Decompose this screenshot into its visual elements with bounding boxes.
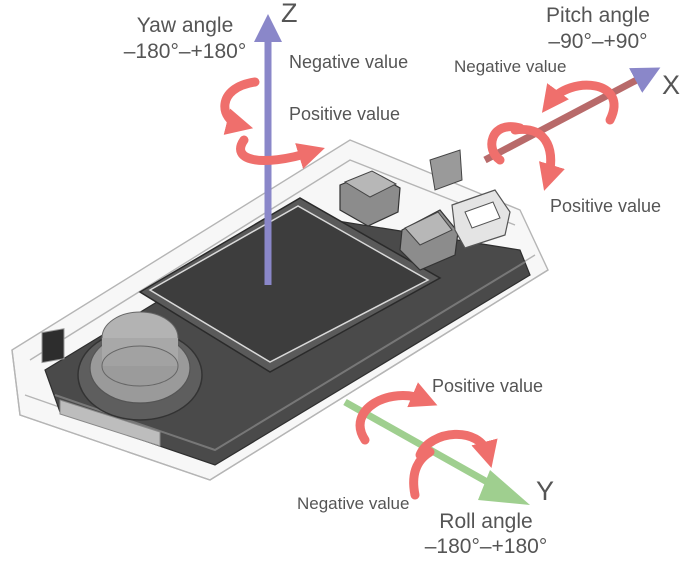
pitch-range: –90°–+90° [548, 30, 648, 53]
roll-title: Roll angle [439, 510, 533, 533]
pitch-title: Pitch angle [546, 4, 650, 27]
x-axis-label: X [662, 70, 681, 100]
yaw-rotation-arrows [220, 77, 325, 169]
roll-rotation-arrows [355, 382, 498, 500]
y-axis-arrowhead [478, 470, 530, 505]
screen [138, 197, 442, 373]
side-buttons [339, 149, 511, 271]
y-axis-label: Y [536, 476, 555, 506]
yaw-negative-label: Negative value [289, 52, 409, 72]
joystick [77, 311, 203, 421]
roll-positive-label: Positive value [432, 376, 544, 396]
yaw-positive-label: Positive value [289, 104, 401, 124]
yaw-title: Yaw angle [136, 14, 234, 37]
roll-range: –180°–+180° [424, 535, 548, 558]
z-axis-label: Z [281, 0, 298, 28]
yaw-range: –180°–+180° [123, 40, 247, 63]
roll-negative-label: Negative value [297, 494, 410, 513]
pitch-negative-label: Negative value [454, 57, 567, 76]
pitch-rotation-arrows [487, 80, 619, 191]
pitch-positive-label: Positive value [550, 196, 662, 216]
x-axis-arrow [483, 67, 661, 164]
